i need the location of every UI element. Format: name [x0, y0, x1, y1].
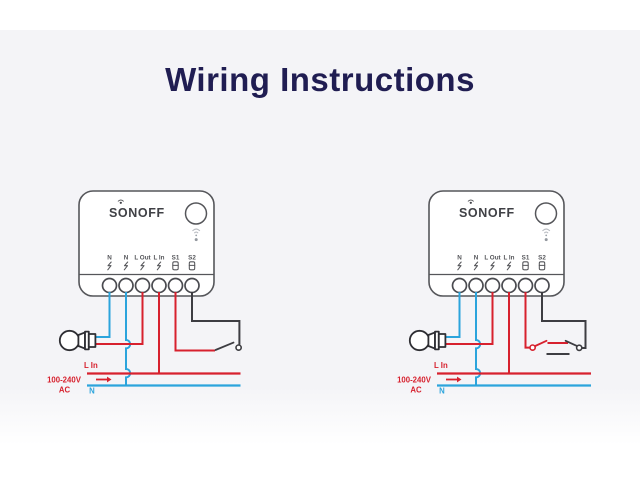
terminal-label-lin: L In	[153, 255, 164, 262]
terminal-label-s1: S1	[172, 255, 180, 262]
terminal-circle	[167, 277, 184, 294]
neutral-label: N	[439, 387, 445, 396]
contact-icon	[188, 261, 196, 271]
terminal-circle	[501, 277, 517, 294]
antenna-icon	[467, 199, 474, 204]
lightning-icon	[473, 261, 479, 271]
lightning-icon	[140, 261, 145, 271]
dual-switch-svg: SONOFF N N L Out L In S1 S2	[397, 190, 591, 396]
terminal-label-n2: N	[474, 255, 479, 262]
neutral-label: N	[89, 387, 95, 396]
s1-wire	[174, 292, 215, 352]
led-indicator	[194, 238, 198, 242]
terminal-label-n1: N	[107, 255, 112, 262]
sonoff-device: SONOFF N N L Out L In S1 S2	[428, 190, 565, 297]
line-in-label: L In	[434, 361, 448, 370]
lightning-icon	[457, 261, 462, 271]
two-way-switch-left	[529, 339, 548, 351]
device-body	[428, 190, 565, 297]
lightning-icon	[506, 261, 512, 271]
page-title: Wiring Instructions	[165, 61, 475, 98]
wiring-diagram-single-switch: SONOFF N N L Out L In S1 S2	[40, 185, 290, 400]
neutral-wire-to-bus	[125, 292, 132, 386]
sonoff-logo: SONOFF	[109, 206, 165, 220]
terminal-circle	[134, 277, 151, 294]
lightning-icon	[490, 261, 495, 271]
antenna-icon	[117, 199, 124, 204]
terminal-circle	[151, 277, 167, 294]
light-bulb-icon	[408, 329, 447, 352]
terminal-circle	[517, 277, 534, 294]
terminal-label-s2: S2	[538, 255, 546, 262]
s2-wire	[191, 292, 241, 345]
terminal-label-s1: S1	[522, 255, 530, 262]
terminal-circle	[484, 277, 501, 294]
single-switch-svg: SONOFF N N L Out L In S1 S2	[47, 190, 242, 396]
pairing-button	[534, 202, 558, 225]
arrow-right-icon	[96, 376, 112, 383]
wifi-icon	[192, 228, 201, 237]
led-indicator	[544, 238, 548, 242]
pairing-button	[184, 202, 208, 225]
terminal-circle	[468, 277, 484, 294]
arrow-right-icon	[446, 376, 462, 383]
wiring-diagram-dual-switch: SONOFF N N L Out L In S1 S2	[390, 185, 640, 400]
terminal-label-lout: L Out	[484, 255, 501, 262]
terminal-circle	[184, 277, 200, 294]
lightning-icon	[107, 261, 112, 271]
terminal-circle	[118, 277, 134, 294]
terminal-circle	[101, 277, 118, 294]
contact-icon	[522, 261, 529, 271]
sonoff-device: SONOFF N N L Out L In S1 S2	[78, 190, 215, 297]
contact-icon	[538, 261, 546, 271]
s2-wire	[541, 292, 587, 349]
neutral-wire-to-bulb	[95, 292, 111, 338]
terminal-label-lin: L In	[503, 255, 514, 262]
light-bulb-icon	[58, 329, 97, 352]
voltage-label: 100-240V	[397, 376, 432, 385]
device-body	[78, 190, 215, 297]
neutral-wire-to-bus	[475, 292, 482, 386]
two-way-switch-right	[564, 339, 583, 352]
voltage-label: 100-240V	[47, 376, 82, 385]
sonoff-logo: SONOFF	[459, 206, 515, 220]
switch-lever-icon	[214, 341, 242, 351]
contact-icon	[172, 261, 179, 271]
terminal-label-lout: L Out	[134, 255, 151, 262]
terminal-label-n2: N	[124, 255, 129, 262]
terminal-circle	[534, 277, 550, 294]
lightning-icon	[156, 261, 162, 271]
neutral-wire-to-bulb	[445, 292, 461, 338]
lightning-icon	[123, 261, 129, 271]
line-in-label: L In	[84, 361, 98, 370]
wifi-icon	[542, 228, 551, 237]
s1-wire	[524, 292, 530, 349]
terminal-circle	[451, 277, 468, 294]
live-out-wire-to-bulb	[445, 292, 494, 345]
live-out-wire-to-bulb	[95, 292, 144, 345]
terminal-label-s2: S2	[188, 255, 196, 262]
terminal-label-n1: N	[457, 255, 462, 262]
ac-label: AC	[410, 386, 422, 395]
ac-label: AC	[59, 386, 71, 395]
